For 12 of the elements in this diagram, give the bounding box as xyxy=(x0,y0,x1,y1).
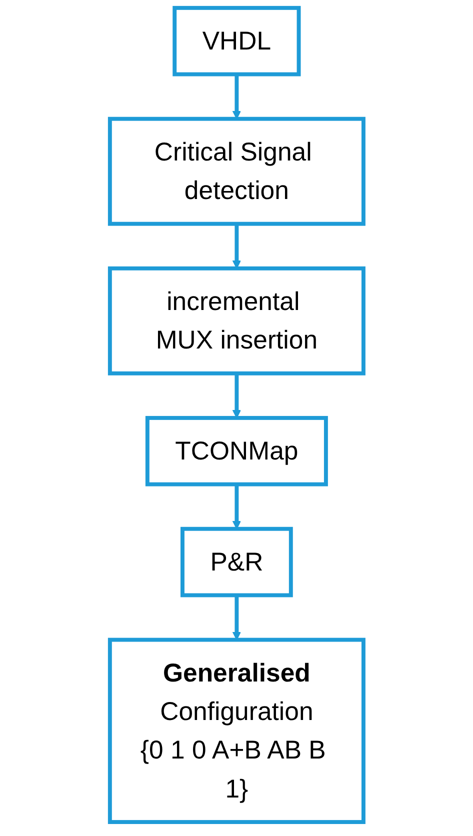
node-box xyxy=(108,266,366,376)
node-box xyxy=(108,638,366,824)
arrow xyxy=(232,224,241,269)
arrow xyxy=(232,484,241,530)
node-box xyxy=(108,116,366,226)
node-box xyxy=(172,6,301,76)
node-box xyxy=(145,416,328,486)
arrow xyxy=(232,595,241,640)
flowchart: VHDL Critical Signal detection incremental MUX insertion TCONMap P&R Generalised Configuration {0 1 0 A+B AB B 1} xyxy=(102,0,372,830)
arrow xyxy=(232,373,241,418)
node-box xyxy=(180,526,293,598)
arrow xyxy=(232,74,241,120)
